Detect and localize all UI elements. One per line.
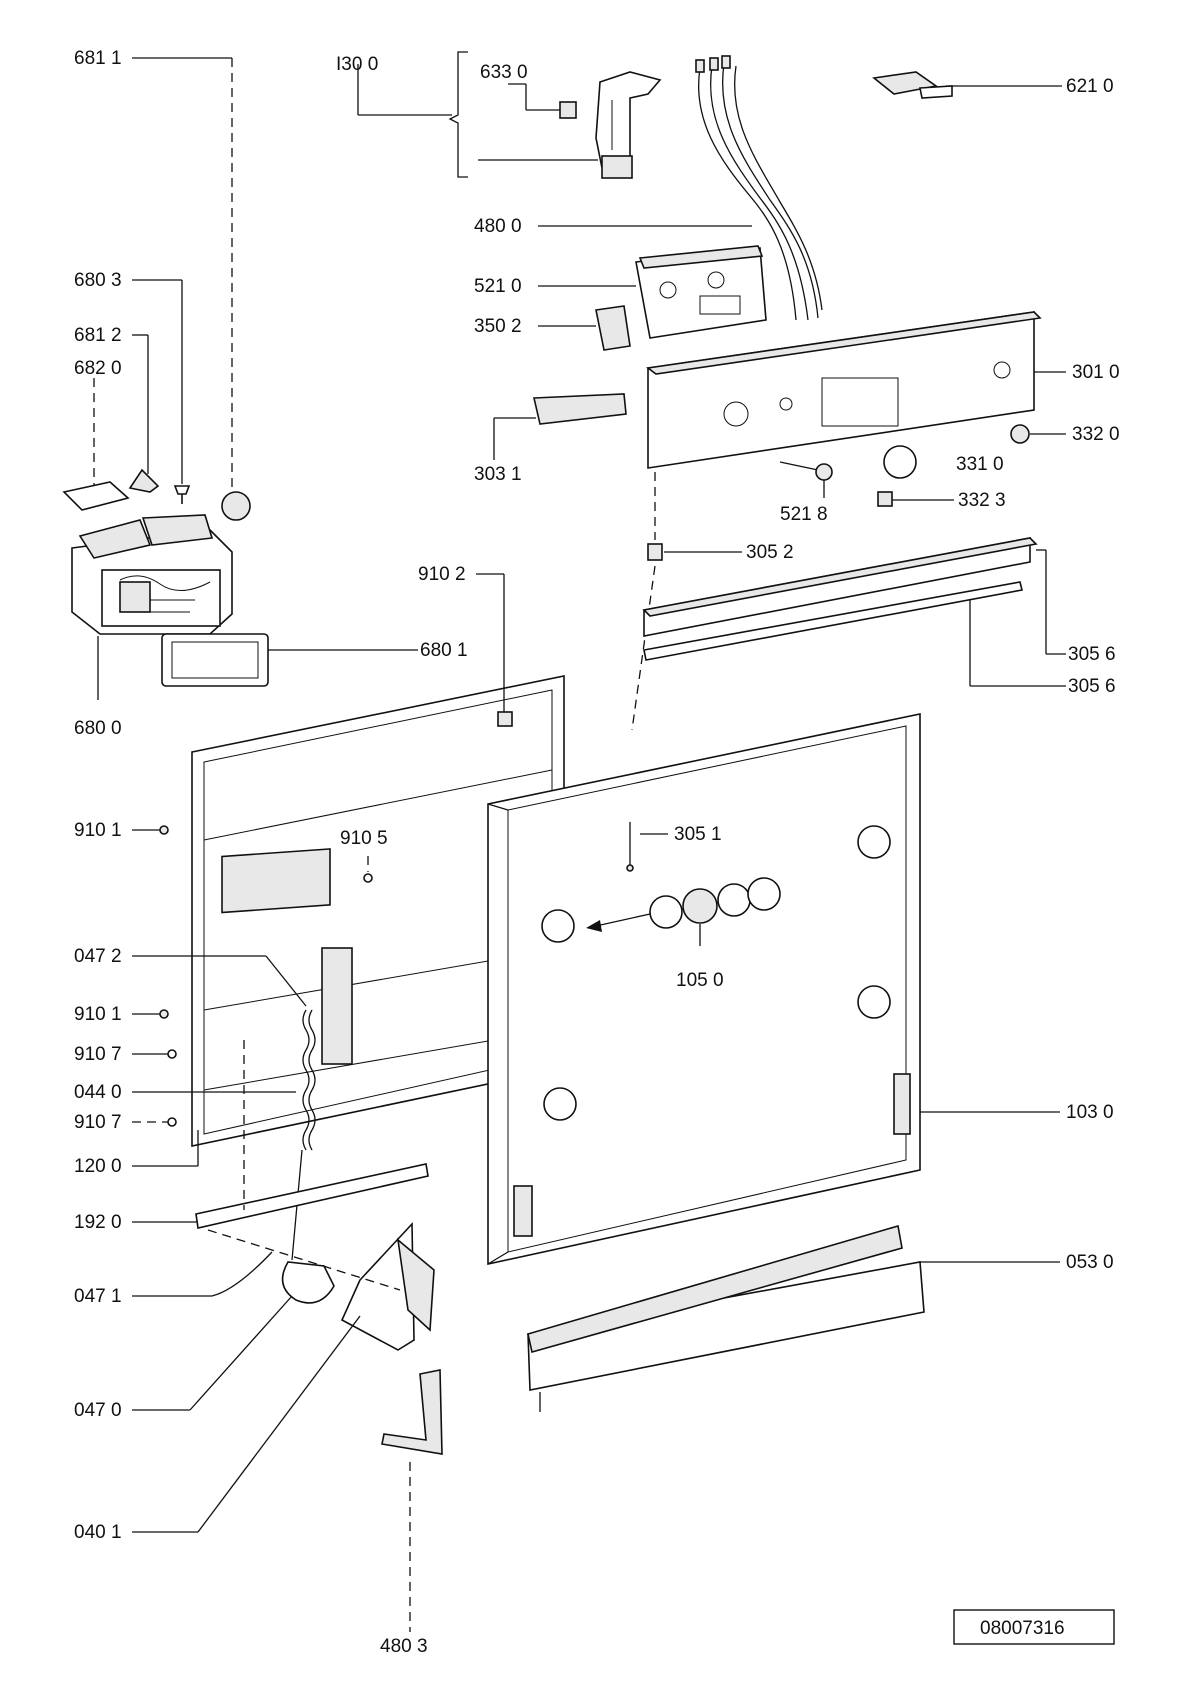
label-047-1: 047 1 bbox=[74, 1286, 122, 1307]
label-303-1: 303 1 bbox=[474, 464, 522, 485]
label-480-0: 480 0 bbox=[474, 216, 522, 237]
leader-681-1 bbox=[132, 57, 233, 490]
label-120-0: 120 0 bbox=[74, 1156, 122, 1177]
part-selector-130-0 bbox=[595, 71, 662, 179]
part-board-521-0 bbox=[538, 245, 767, 339]
part-rail-305-6 bbox=[642, 537, 1066, 687]
label-682-0: 682 0 bbox=[74, 358, 122, 379]
label-130-0: I30 0 bbox=[336, 54, 378, 75]
label-680-1: 680 1 bbox=[420, 640, 468, 661]
leaders-hinge bbox=[132, 1251, 361, 1533]
label-044-0: 044 0 bbox=[74, 1082, 122, 1103]
label-681-2: 681 2 bbox=[74, 325, 122, 346]
part-sensor-521-8 bbox=[779, 461, 833, 498]
label-305-6b: 305 6 bbox=[1068, 676, 1116, 697]
screws-left bbox=[132, 825, 373, 1167]
label-681-1: 681 1 bbox=[74, 48, 122, 69]
part-inner-door-120-0 bbox=[191, 675, 565, 1147]
label-480-3: 480 3 bbox=[380, 1636, 428, 1657]
part-303-1 bbox=[493, 393, 627, 460]
label-331-0: 331 0 bbox=[956, 454, 1004, 475]
part-buttons-105-0 bbox=[586, 877, 781, 946]
label-680-0: 680 0 bbox=[74, 718, 122, 739]
label-305-1: 305 1 bbox=[674, 824, 722, 845]
label-332-3: 332 3 bbox=[958, 490, 1006, 511]
part-harness-480-0 bbox=[538, 55, 823, 321]
label-910-7a: 910 7 bbox=[74, 1044, 122, 1065]
leader-910-2 bbox=[476, 573, 513, 727]
part-gasket-680-1 bbox=[161, 633, 418, 687]
part-outer-door-103-0 bbox=[487, 713, 1060, 1265]
part-bumpers bbox=[541, 825, 891, 1121]
label-305-2: 305 2 bbox=[746, 542, 794, 563]
label-521-0: 521 0 bbox=[474, 276, 522, 297]
part-plug-681-1 bbox=[221, 491, 251, 521]
reference-number-box: 08007316 bbox=[953, 1609, 1115, 1645]
part-knob-331-0 bbox=[883, 445, 917, 479]
label-910-1b: 910 1 bbox=[74, 1004, 122, 1025]
label-040-1: 040 1 bbox=[74, 1522, 122, 1543]
label-192-0: 192 0 bbox=[74, 1212, 122, 1233]
label-633-0: 633 0 bbox=[480, 62, 528, 83]
part-305-2 bbox=[647, 543, 663, 561]
label-053-0: 053 0 bbox=[1066, 1252, 1114, 1273]
part-hinge-047-0 bbox=[207, 1040, 435, 1351]
part-350-2 bbox=[538, 305, 631, 351]
label-910-2: 910 2 bbox=[418, 564, 466, 585]
part-kickplate-053-0 bbox=[527, 1224, 1060, 1412]
part-pin-305-1 bbox=[626, 822, 668, 872]
part-bracket-480-3 bbox=[381, 1369, 443, 1632]
label-521-8: 521 8 bbox=[780, 504, 828, 525]
part-latch-681-2 bbox=[128, 468, 160, 493]
part-gasket-682-0 bbox=[62, 481, 130, 511]
label-301-0: 301 0 bbox=[1072, 362, 1120, 383]
part-button-332-0 bbox=[1010, 424, 1030, 444]
label-621-0: 621 0 bbox=[1066, 76, 1114, 97]
part-button-332-3 bbox=[877, 491, 893, 507]
label-910-7b: 910 7 bbox=[74, 1112, 122, 1133]
label-047-0: 047 0 bbox=[74, 1400, 122, 1421]
part-spring-044-0 bbox=[132, 955, 316, 1261]
leaders-dispenser bbox=[93, 279, 183, 700]
dash-305-1-drop bbox=[631, 565, 656, 731]
label-332-0: 332 0 bbox=[1072, 424, 1120, 445]
label-350-2: 350 2 bbox=[474, 316, 522, 337]
label-105-0: 105 0 bbox=[676, 970, 724, 991]
label-910-1a: 910 1 bbox=[74, 820, 122, 841]
label-305-6a: 305 6 bbox=[1068, 644, 1116, 665]
part-rail-192-0 bbox=[132, 1163, 429, 1229]
part-panel-301-0 bbox=[645, 311, 1066, 469]
label-910-5: 910 5 bbox=[340, 828, 388, 849]
label-680-3: 680 3 bbox=[74, 270, 122, 291]
part-screw-680-3 bbox=[173, 485, 191, 504]
part-switch-633-0 bbox=[559, 101, 577, 119]
label-103-0: 103 0 bbox=[1066, 1102, 1114, 1123]
reference-number: 08007316 bbox=[980, 1618, 1065, 1639]
leaders-130-633 bbox=[357, 51, 598, 178]
part-dispenser-680-0 bbox=[71, 514, 233, 635]
label-047-2: 047 2 bbox=[74, 946, 122, 967]
part-621-0 bbox=[872, 71, 1062, 99]
